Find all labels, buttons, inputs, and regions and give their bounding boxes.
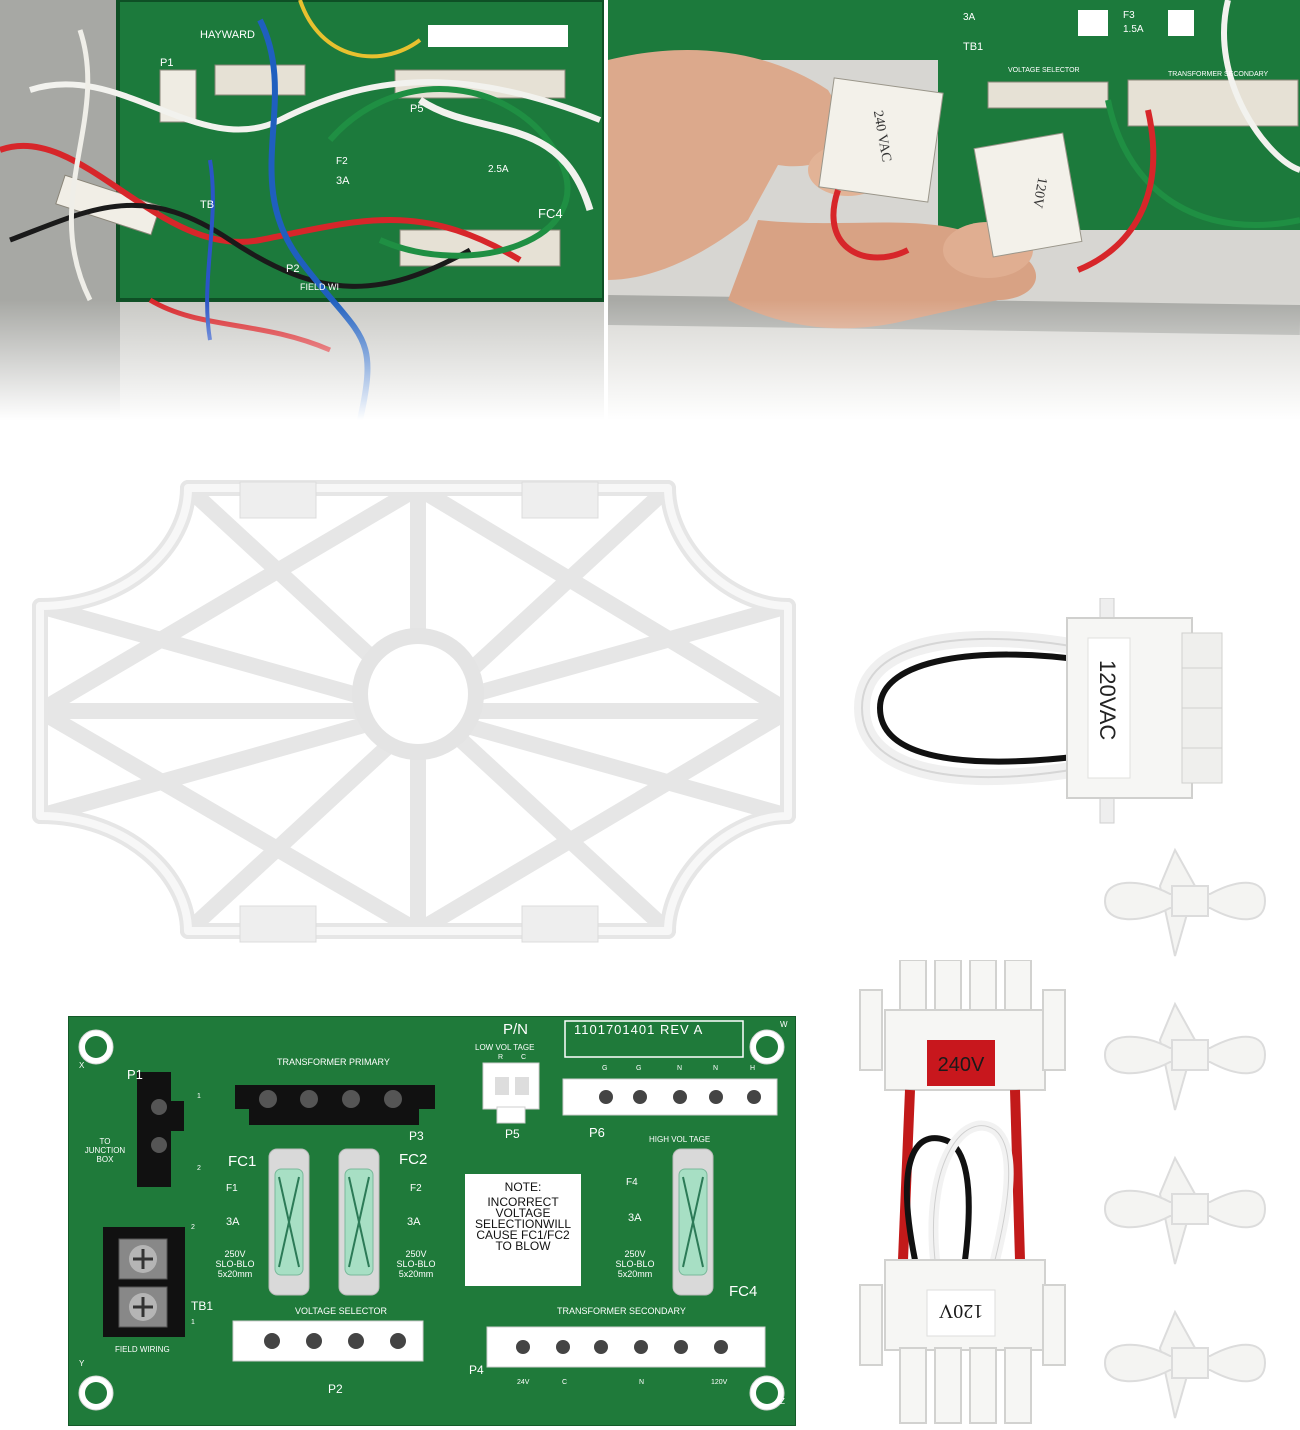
fc1-label: FC1 (228, 1153, 257, 1170)
photo-label-p2: P2 (286, 263, 299, 275)
jumper-120v-label: 120V (938, 1300, 983, 1322)
p2-label: P2 (328, 1382, 343, 1396)
fuse-warning-note: NOTE: INCORRECT VOLTAGE SELECTIONWILL CA… (465, 1174, 581, 1286)
f2-label: F2 (410, 1183, 422, 1194)
voltage-jumper: 240V 120V (859, 960, 1066, 1424)
board-brand-label: HAYWARD (200, 29, 255, 41)
photo-connector-120v-label: 120V (1029, 176, 1049, 209)
p6-pin-3: N (677, 1065, 683, 1072)
p4-pin-c: C (562, 1379, 568, 1386)
fc4-label: FC4 (729, 1283, 758, 1300)
p4-pin-n: N (639, 1379, 645, 1386)
photo-fade-overlay-right (608, 300, 1300, 420)
photo-label-f2: F2 (336, 156, 348, 167)
transformer-secondary-label: TRANSFORMER SECONDARY (557, 1306, 686, 1316)
harness-120vac-loop: 120VAC (853, 598, 1223, 824)
board-standoff (1103, 847, 1267, 957)
photo-label-fc4: FC4 (538, 206, 563, 221)
tb1-pin2-label: 2 (191, 1224, 195, 1231)
tb1-pin1-label: 1 (191, 1319, 195, 1326)
photo-r-label-3a: 3A (963, 12, 976, 23)
tb1-label: TB1 (191, 1299, 214, 1313)
photo-label-p5: P5 (410, 103, 423, 115)
photo-label-3a: 3A (336, 175, 350, 187)
high-voltage-label: HIGH VOL TAGE (649, 1135, 711, 1144)
jumper-240v-label: 240V (938, 1054, 985, 1076)
p6-label: P6 (589, 1125, 605, 1140)
photo-label-tb: TB (200, 199, 214, 211)
voltage-selector-label: VOLTAGE SELECTOR (295, 1306, 388, 1316)
p1-pin1-label: 1 (197, 1093, 201, 1100)
p6-pin-1: G (602, 1065, 608, 1072)
p5-pin-c: C (521, 1054, 527, 1061)
photo-label-field: FIELD WI (300, 282, 339, 292)
photo-r-label-voltage-selector: VOLTAGE SELECTOR (1008, 67, 1080, 74)
f4-label: F4 (626, 1177, 638, 1188)
board-standoff (1103, 1155, 1267, 1265)
f1-label: F1 (226, 1183, 238, 1194)
board-graphics (78, 1020, 785, 1411)
control-circuit-board: P/N 1101701401 REV A W X Y Z TRANSFORMER… (68, 1016, 796, 1426)
wiring-photo-left: HAYWARD P1 P5 F2 3A 2.5A FC4 TB P2 FIELD… (0, 0, 604, 420)
photo-label-p1: P1 (160, 57, 173, 69)
jumper-240v-tag (927, 1040, 995, 1086)
fc2-label: FC2 (399, 1151, 428, 1168)
p3-label: P3 (409, 1129, 424, 1143)
f2-amp-label: 3A (407, 1216, 421, 1228)
board-part-number: 1101701401 REV A (574, 1022, 704, 1037)
board-standoff (1103, 1309, 1267, 1419)
f4-amp-label: 3A (628, 1212, 642, 1224)
p6-pin-4: N (713, 1065, 719, 1072)
transformer-primary-label: TRANSFORMER PRIMARY (277, 1057, 390, 1067)
photo-r-label-tb1: TB1 (963, 41, 983, 53)
board-corner-x: X (79, 1061, 85, 1070)
board-corner-w: W (780, 1020, 788, 1029)
photo-fade-overlay (0, 300, 604, 420)
photo-label-2-5a: 2.5A (488, 164, 509, 175)
board-standoff (1103, 1001, 1267, 1111)
low-voltage-label: LOW VOL TAGE (475, 1043, 535, 1052)
wiring-photo-right: 240 VAC 120V 3A F2 F3 1.5A TB1 VOLTAGE S… (608, 0, 1300, 420)
p6-pin-5: H (750, 1065, 756, 1072)
photo-r-label-transformer-secondary: TRANSFORMER SECONDARY (1168, 71, 1269, 78)
p4-label: P4 (469, 1363, 484, 1377)
p6-pin-2: G (636, 1065, 642, 1072)
harness-120vac-label: 120VAC (1095, 660, 1120, 740)
board-pn-label: P/N (503, 1021, 529, 1038)
photo-r-label-f2: F2 (1092, 10, 1104, 21)
p1-pin2-label: 2 (197, 1165, 201, 1172)
field-wiring-label: FIELD WIRING (115, 1345, 170, 1354)
p4-pin-120v: 120V (711, 1379, 728, 1386)
board-mounting-bracket (32, 480, 796, 943)
board-corner-y: Y (79, 1359, 85, 1368)
photo-r-label-f3: F3 (1123, 10, 1135, 21)
f1-amp-label: 3A (226, 1216, 240, 1228)
p5-pin-r: R (498, 1054, 504, 1061)
p5-label: P5 (505, 1127, 520, 1141)
p4-pin-24v: 24V (517, 1379, 530, 1386)
photo-r-label-1-5a: 1.5A (1123, 24, 1144, 35)
board-corner-z: Z (780, 1397, 785, 1406)
p1-label: P1 (127, 1067, 143, 1082)
